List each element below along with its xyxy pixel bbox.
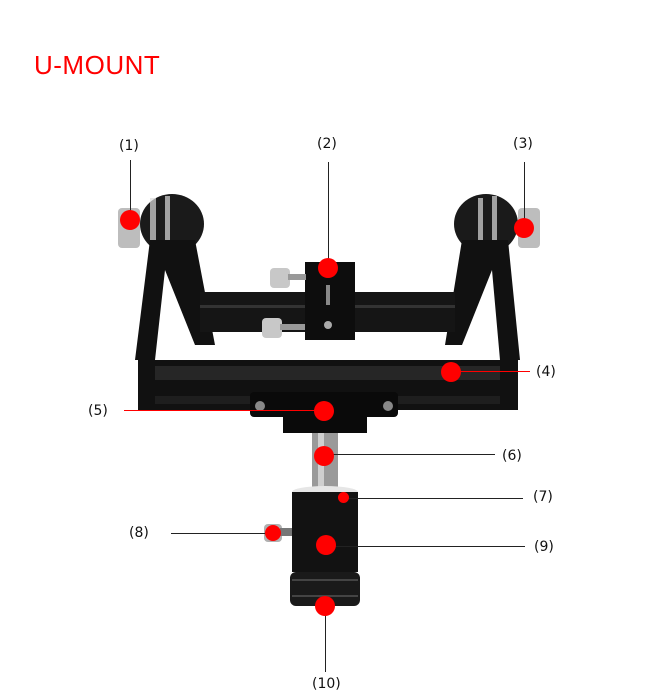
marker-dot-7 (338, 492, 349, 503)
callout-label-4: (4) (536, 364, 556, 380)
callout-label-5: (5) (88, 403, 108, 419)
callout-line-1 (130, 160, 131, 216)
callout-line-8 (171, 533, 266, 534)
right-arm (445, 194, 540, 360)
marker-dot-10 (315, 596, 335, 616)
left-arm (118, 194, 215, 360)
marker-dot-3 (514, 218, 534, 238)
callout-line-7 (348, 498, 523, 499)
callout-label-6: (6) (502, 448, 522, 464)
marker-dot-5 (314, 401, 334, 421)
callout-line-6 (330, 454, 495, 455)
callout-line-4 (455, 371, 530, 372)
marker-dot-4 (441, 362, 461, 382)
callout-label-10: (10) (312, 676, 341, 692)
marker-dot-8 (265, 525, 281, 541)
callout-label-7: (7) (533, 489, 553, 505)
callout-line-5 (124, 410, 324, 411)
callout-label-9: (9) (534, 539, 554, 555)
callout-line-10 (325, 610, 326, 672)
callout-line-3 (524, 162, 525, 220)
marker-dot-6 (314, 446, 334, 466)
callout-label-8: (8) (129, 525, 149, 541)
callout-line-9 (330, 546, 525, 547)
diagram-title: U-MOUNT (34, 50, 161, 80)
marker-dot-9 (316, 535, 336, 555)
marker-dot-2 (318, 258, 338, 278)
callout-label-1: (1) (119, 138, 139, 154)
callout-label-3: (3) (513, 136, 533, 152)
marker-dot-1 (120, 210, 140, 230)
callout-label-2: (2) (317, 136, 337, 152)
callout-line-2 (328, 162, 329, 262)
